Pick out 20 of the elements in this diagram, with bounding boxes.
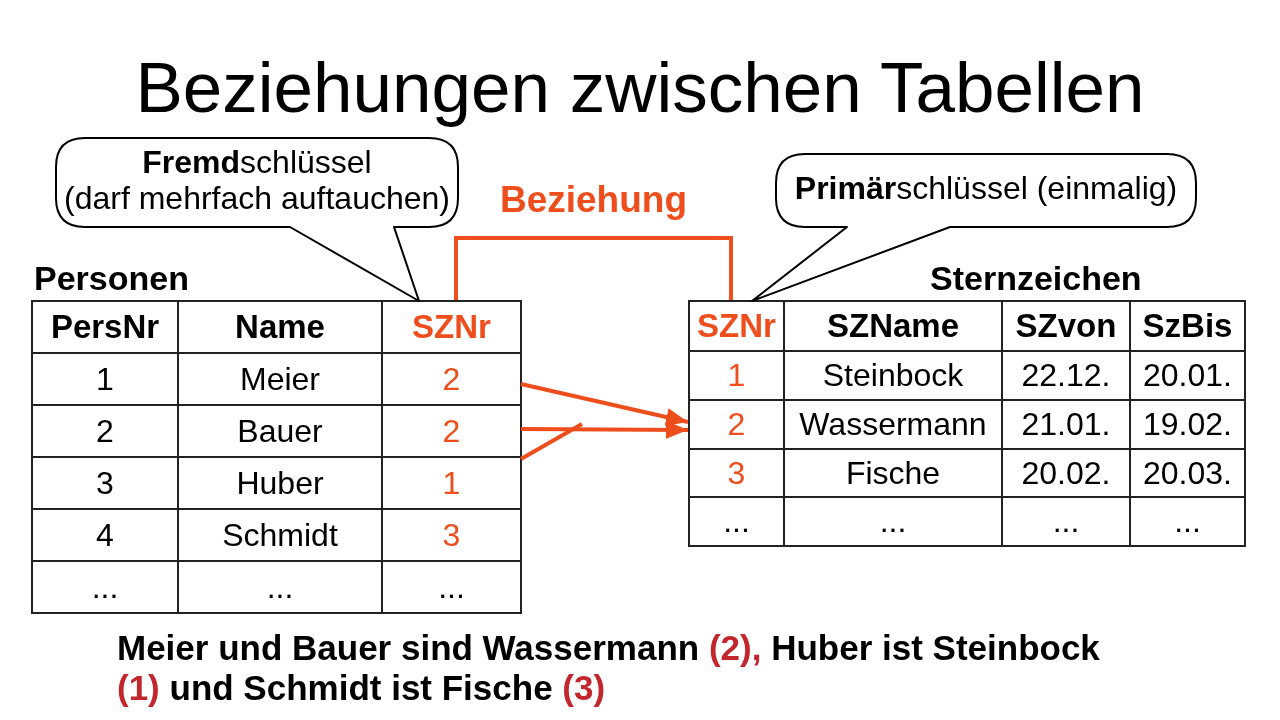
table-title: Personen bbox=[34, 259, 189, 299]
table-title: Sternzeichen bbox=[930, 259, 1142, 299]
title: Beziehungen zwischen Tabellen bbox=[135, 47, 1145, 129]
column-header: SzBis bbox=[1129, 300, 1246, 352]
caption: Meier und Bauer sind Wassermann (2), Huber ist Steinbock (1) und Schmidt ist Fische (3) bbox=[117, 628, 1101, 708]
callout-pointer bbox=[751, 226, 951, 302]
table-cell: ... bbox=[31, 560, 179, 614]
table-cell: ... bbox=[1129, 496, 1246, 547]
connector-line bbox=[454, 236, 733, 300]
line bbox=[520, 422, 583, 461]
column-header: SZNr bbox=[688, 300, 785, 352]
edge-label: Beziehung bbox=[499, 179, 688, 222]
arrow bbox=[520, 382, 689, 426]
column-header: SZNr bbox=[381, 300, 522, 354]
speech-bubble: Fremdschlüssel (darf mehrfach auftauchen) bbox=[55, 137, 459, 228]
column-header: PersNr bbox=[31, 300, 179, 354]
speech-bubble: Primärschlüssel (einmalig) bbox=[775, 153, 1197, 228]
table-cell: ... bbox=[688, 496, 785, 547]
callout-pointer bbox=[289, 226, 420, 302]
table-cell: ... bbox=[381, 560, 522, 614]
